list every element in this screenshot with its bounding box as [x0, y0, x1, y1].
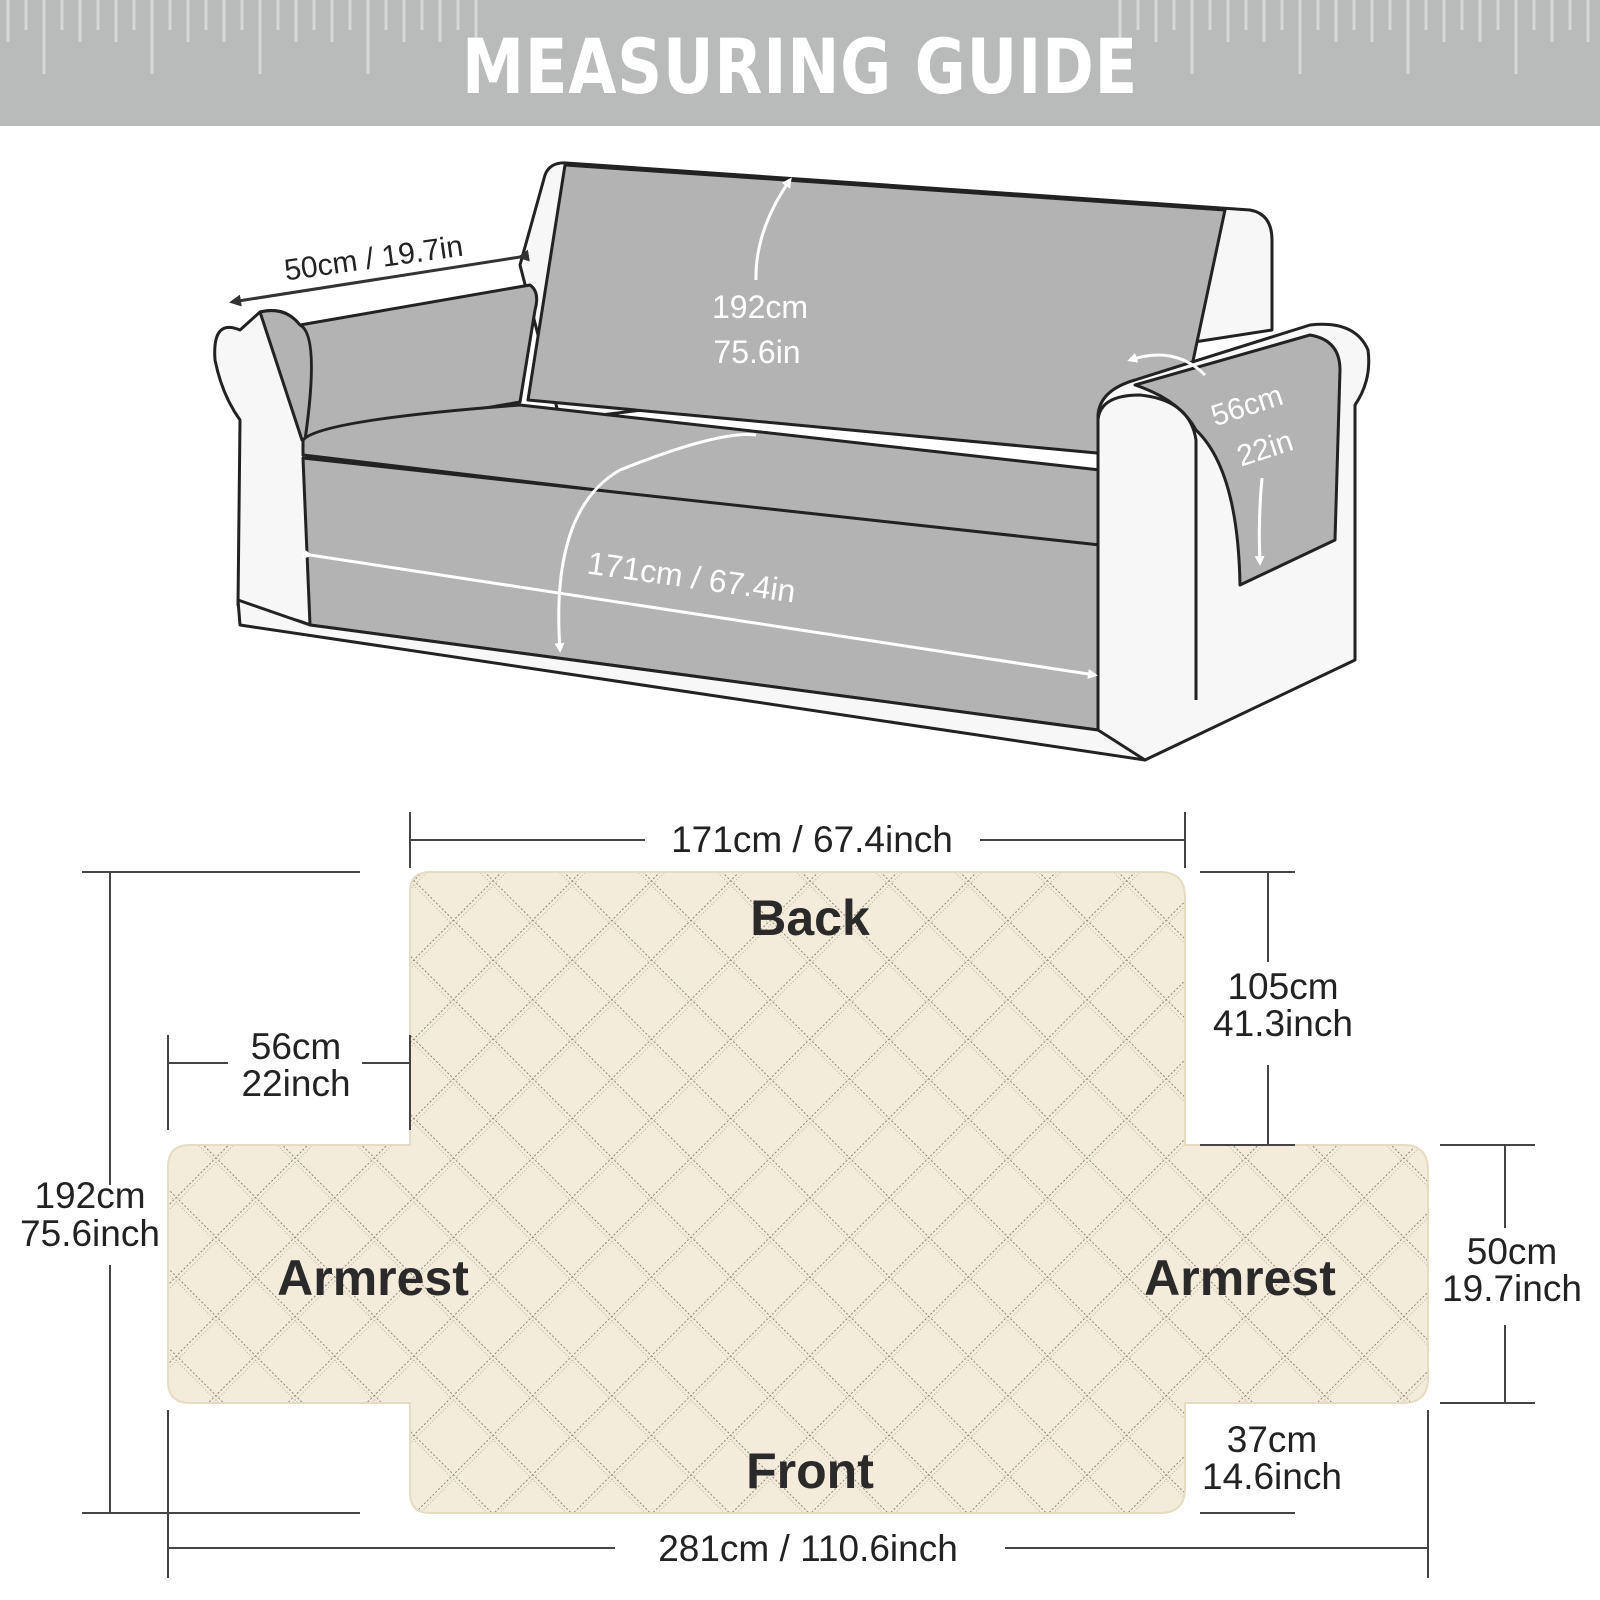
- cover-layout-shape: [167, 871, 1429, 1514]
- dimension-labels: 171cm / 67.4inch 105cm 41.3inch 56cm 22i…: [20, 819, 1582, 1569]
- dim-back-cm: 105cm: [1227, 966, 1338, 1007]
- dim-total-length-cm: 192cm: [34, 1175, 145, 1216]
- header-banner: MEASURING GUIDE: [0, 0, 1600, 126]
- sofa-arm-arrow-top: [1127, 353, 1207, 377]
- region-armrest-left: Armrest: [277, 1250, 469, 1306]
- region-armrest-right: Armrest: [1144, 1250, 1336, 1306]
- dimension-lines: [82, 812, 1535, 1578]
- sofa-length-cm-label: 192cm: [712, 289, 808, 325]
- region-front: Front: [746, 1443, 874, 1499]
- page-title: MEASURING GUIDE: [461, 22, 1139, 111]
- sofa-arm-arrow-bottom: [1254, 477, 1265, 566]
- dim-back-in: 41.3inch: [1213, 1003, 1353, 1044]
- dim-front-in: 14.6inch: [1202, 1456, 1342, 1497]
- dim-seat-width: 171cm / 67.4inch: [671, 819, 953, 860]
- left-arm-top: [258, 283, 539, 442]
- dim-arm-length-in: 22inch: [241, 1063, 350, 1104]
- dim-arm-width-cm: 50cm: [1467, 1231, 1557, 1272]
- dim-front-cm: 37cm: [1227, 1419, 1317, 1460]
- sofa-seat-arrow: [302, 548, 1098, 679]
- region-back: Back: [750, 890, 870, 946]
- seat-top: [301, 403, 1102, 552]
- sofa-length-in-label: 75.6in: [713, 334, 800, 370]
- region-labels: Back Armrest Armrest Front: [277, 890, 1336, 1499]
- sofa-armrest-arrow: [229, 249, 530, 307]
- back-cover-panel: [526, 163, 1227, 462]
- sofa-measure-arrows: [229, 177, 1265, 679]
- dim-total-width: 281cm / 110.6inch: [658, 1528, 958, 1569]
- dim-arm-length-cm: 56cm: [251, 1026, 341, 1067]
- dim-total-length-in: 75.6inch: [20, 1213, 160, 1254]
- ruler-ticks: [6, 0, 1590, 74]
- dim-arm-width-in: 19.7inch: [1442, 1268, 1582, 1309]
- sofa-length-arrow-top: [754, 177, 792, 281]
